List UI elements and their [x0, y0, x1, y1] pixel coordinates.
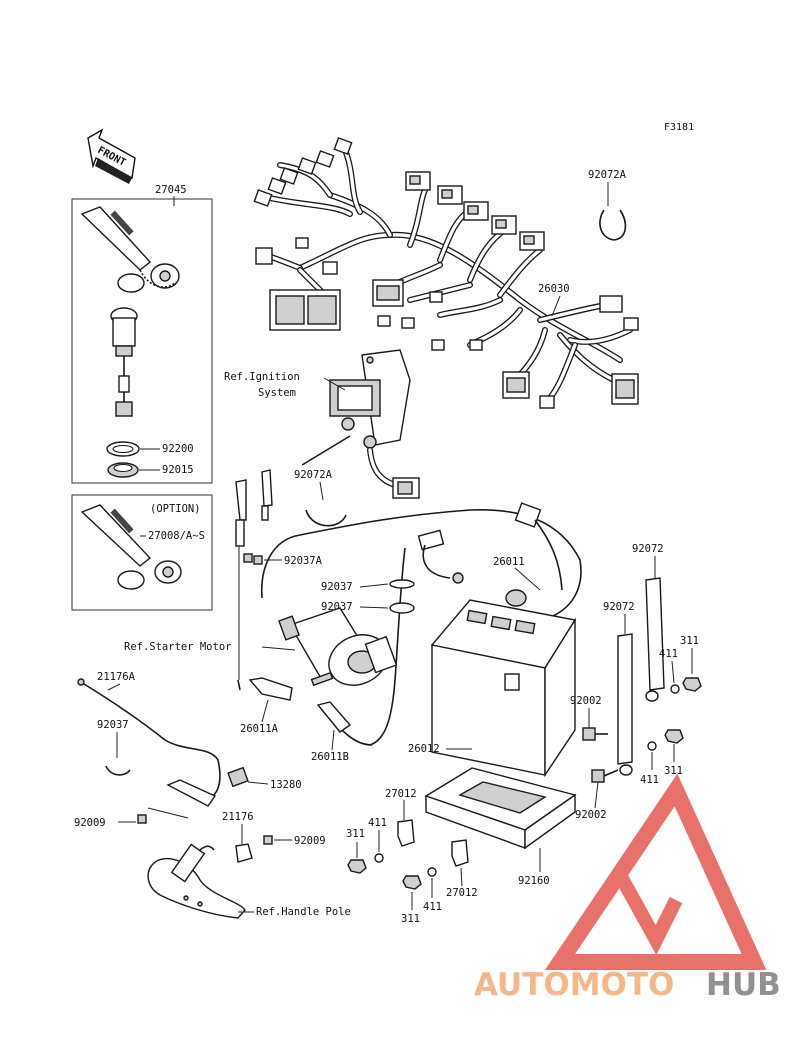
key-set-group: 27045 92200 92015 [71, 184, 213, 484]
label-92037-a: 92037 [321, 581, 353, 593]
cable-boots-group: 92037A [235, 469, 323, 680]
label-26011: 26011 [493, 556, 525, 568]
battery-hardware-group: 27012 311 411 311 411 27012 [346, 788, 478, 925]
clamp-92037-b-icon [389, 602, 415, 614]
bracket-27012-b-icon [451, 839, 469, 867]
ref-ignition-line1: Ref.Ignition [224, 371, 300, 383]
option-label: (OPTION) [150, 503, 201, 515]
clamp-92037-c-icon [105, 765, 131, 776]
clamp-92037-a-icon [389, 579, 415, 589]
cable-boot-26011A-icon [248, 677, 293, 701]
label-92072-b: 92072 [603, 601, 635, 613]
label-92072A-mid: 92072A [294, 469, 333, 481]
washer-411-b-icon [647, 741, 657, 751]
label-92009-a: 92009 [74, 817, 106, 829]
ground-lead-21176A-icon [83, 683, 221, 799]
watermark-logo: AUTOMOTO HUB [474, 773, 781, 1003]
option-key-group: (OPTION) 27008/A~S [71, 494, 213, 611]
label-21176A: 21176A [97, 671, 136, 683]
nut-311-b-icon [664, 729, 684, 744]
nut-311-a-icon [682, 677, 702, 692]
label-26030: 26030 [538, 283, 570, 295]
starter-motor-group: Ref.Starter Motor 26011A 26011B [124, 607, 398, 763]
label-27045: 27045 [155, 184, 187, 196]
watermark-text-part1: AUTOMOTO [474, 967, 674, 1003]
battery-bands-group: 92072 92072 311 411 92002 411 311 92002 [570, 543, 702, 821]
bolt-92002-a-icon [582, 727, 596, 741]
key-set-box [71, 198, 213, 484]
label-92037A: 92037A [284, 555, 323, 567]
label-92037-b: 92037 [321, 601, 353, 613]
ground-terminal-21176-icon [235, 843, 253, 863]
band-92072A-icon [599, 209, 627, 241]
band-92072A-mid-icon [305, 509, 347, 527]
front-arrow-icon: FRONT [87, 128, 136, 184]
key-fob-icon [80, 206, 152, 271]
label-13280-part-icon [227, 766, 249, 788]
label-27012-a: 27012 [385, 788, 417, 800]
label-27012-b: 27012 [446, 887, 478, 899]
battery-case-group: 92160 [424, 767, 577, 887]
battery-cable-26011: 26011 92037 92037 [237, 502, 582, 746]
handle-pole-bracket-icon [147, 857, 246, 919]
band-92072-b-icon [617, 633, 633, 765]
bracket-27012-a-icon [397, 819, 415, 847]
battery-group: 26012 [408, 599, 577, 778]
label-13280: 13280 [270, 779, 302, 791]
label-311-a: 311 [680, 635, 699, 647]
washer-411-c-icon [374, 853, 384, 863]
label-92160: 92160 [518, 875, 550, 887]
label-26011B: 26011B [311, 751, 349, 763]
label-21176: 21176 [222, 811, 254, 823]
label-92037-c: 92037 [97, 719, 129, 731]
ref-handle-pole: Ref.Handle Pole [256, 906, 351, 918]
ref-ignition-line2: System [258, 387, 296, 399]
label-411-b: 411 [640, 774, 659, 786]
label-92002-a: 92002 [570, 695, 602, 707]
label-92072A-top: 92072A [588, 169, 627, 181]
ref-starter-motor: Ref.Starter Motor [124, 641, 231, 653]
label-92200: 92200 [162, 443, 194, 455]
option-key-box [71, 494, 213, 611]
label-411-d: 411 [423, 901, 442, 913]
figure-code: F3181 [664, 122, 694, 133]
ground-lead-group: 21176A 92037 13280 92009 [74, 671, 302, 829]
washer-411-d-icon [427, 867, 437, 877]
label-92002-b: 92002 [575, 809, 607, 821]
battery-body-icon [431, 644, 546, 776]
label-311-d: 311 [401, 913, 420, 925]
label-92072-a: 92072 [632, 543, 664, 555]
band-92072-a-icon [645, 577, 665, 691]
nut-311-c-icon [347, 859, 367, 874]
ground-bracket-icon [166, 779, 217, 807]
label-311-b: 311 [664, 765, 683, 777]
handle-pole-group: 21176 92009 Ref.Handle Pole [147, 811, 351, 919]
label-27008: 27008/A~S [148, 530, 205, 542]
main-harness-26030: 92072A 26030 [253, 137, 639, 409]
bolt-92002-b-icon [591, 769, 605, 783]
ignition-relay-group: Ref.Ignition System 92072A [224, 349, 420, 527]
nut-311-d-icon [402, 875, 422, 890]
label-311-c: 311 [346, 828, 365, 840]
cable-boot-26011B-icon [316, 701, 352, 733]
option-key-icon [80, 504, 152, 567]
label-92015: 92015 [162, 464, 194, 476]
label-411-c: 411 [368, 817, 387, 829]
switch-sensor-icon [170, 843, 206, 883]
label-26011A: 26011A [240, 723, 279, 735]
label-26012: 26012 [408, 743, 440, 755]
watermark-text-part2: HUB [706, 967, 781, 1003]
label-92009-b: 92009 [294, 835, 326, 847]
washer-411-a-icon [670, 684, 680, 694]
label-411-a: 411 [659, 648, 678, 660]
